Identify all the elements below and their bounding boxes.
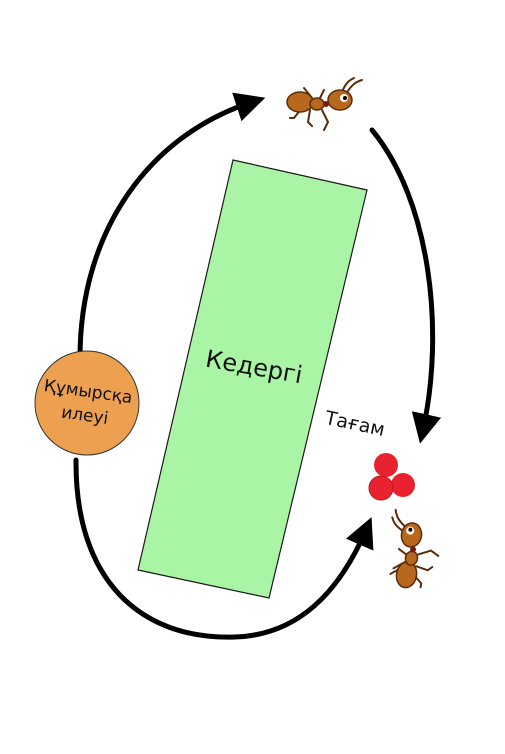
arrow-top-ant-to-food [369,127,442,444]
food-label: Тағам [322,407,387,441]
food-icon [368,453,415,501]
obstacle-rect [137,159,368,599]
nest-circle [34,350,140,456]
arrow-nest-to-food-bottom [73,457,374,640]
ant-icon [286,77,363,131]
ant-icon [389,508,440,589]
arrow-nest-to-top-ant [77,92,266,361]
